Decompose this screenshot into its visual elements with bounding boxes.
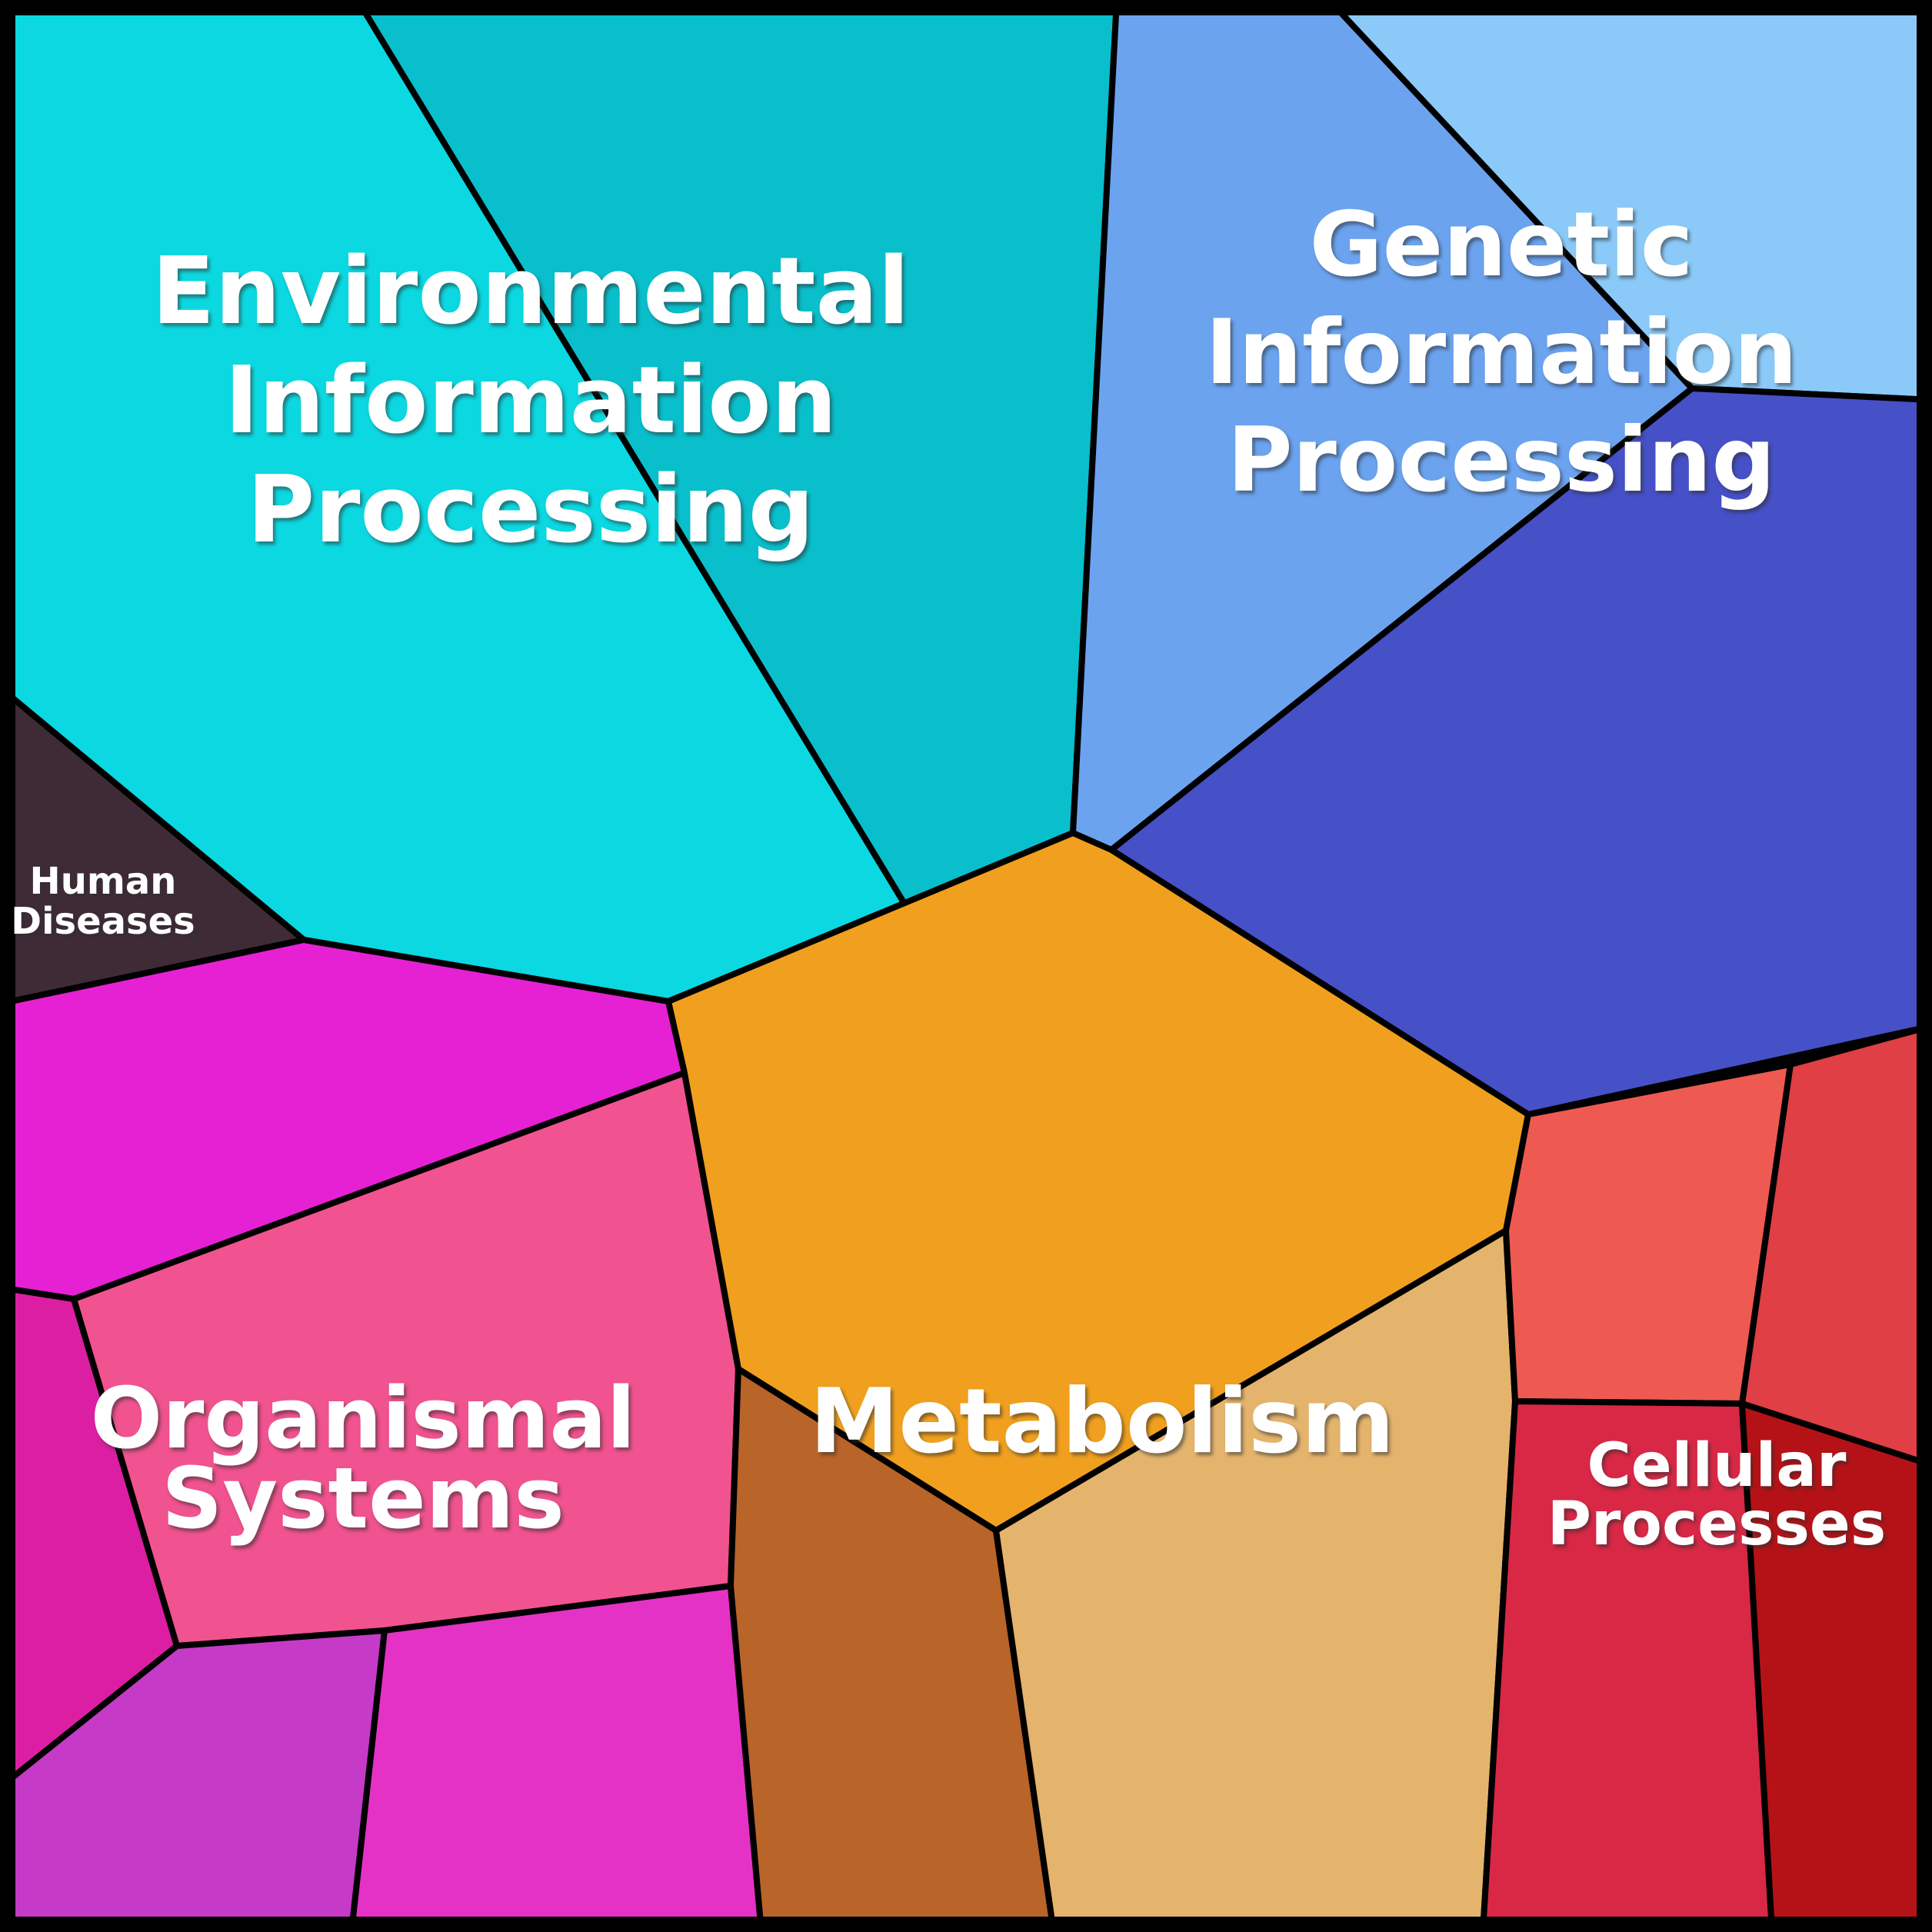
cellular-processes-label-line-1: Cellular [1587,1431,1847,1501]
organismal-systems-label-line-2: Systems [162,1449,565,1547]
genetic-information-processing-cell-2 [1326,0,1932,403]
environmental-information-processing-label-line-2: Information [225,348,837,455]
genetic-information-processing-label-line-3: Processing [1227,408,1776,512]
metabolism-region [665,830,1531,1932]
cellular-processes-cell-3 [1480,1398,1775,1932]
metabolism-label-line-1: Metabolism [810,1370,1394,1474]
organismal-systems-region [0,937,764,1932]
human-diseases-label-line-1: Human [30,860,177,903]
cellular-processes-label-line-2: Processes [1547,1490,1887,1559]
environmental-information-processing-label-line-1: Environmental [152,238,909,345]
genetic-information-processing-region [1070,0,1932,1118]
cellular-processes-cell-4 [1739,1401,1932,1932]
cellular-processes-region [1480,1023,1932,1932]
genetic-information-processing-label-line-1: Genetic [1309,193,1693,297]
human-diseases-label-line-2: Diseases [11,900,195,943]
organismal-systems-label-line-1: Organismal [91,1369,636,1467]
metabolism-cell-2 [728,1366,1057,1932]
organismal-systems-cell-5 [348,1583,764,1932]
genetic-information-processing-label-line-2: Information [1205,301,1797,405]
metabolism-label: Metabolism [810,1370,1394,1474]
genetic-information-processing-cell-3 [1108,385,1932,1118]
environmental-information-processing-label-line-3: Processing [247,457,814,564]
cellular-processes-cell-2 [1739,1023,1932,1468]
